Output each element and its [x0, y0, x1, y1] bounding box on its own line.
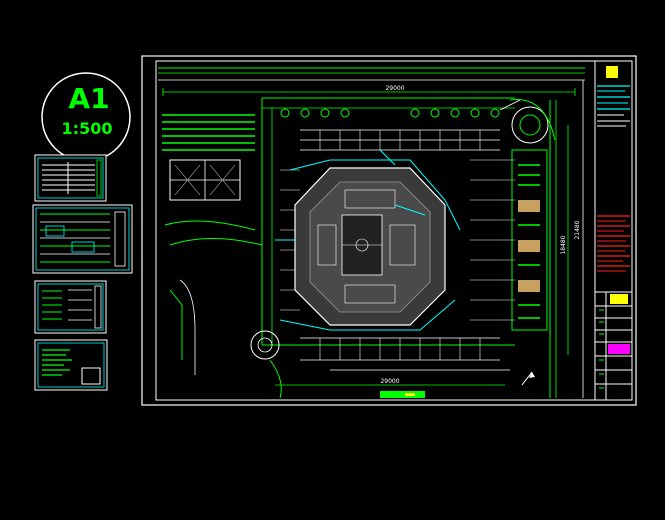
dimension-bottom: 29000 — [275, 378, 505, 386]
thumbnail-sheet-2[interactable] — [32, 204, 133, 274]
dim-bottom-label: 29000 — [380, 378, 399, 385]
sheet-scale-label: 1:500 — [62, 119, 113, 138]
title-block — [594, 60, 633, 401]
dimension-right: 18480 21480 — [560, 80, 584, 398]
thumbnail-sheet-1[interactable] — [34, 154, 107, 202]
thumbnail-sheet-3[interactable] — [34, 280, 107, 334]
site-plan — [158, 67, 585, 399]
scale-badge: A1 1:500 — [41, 72, 131, 162]
sheet-size-label: A1 — [68, 82, 109, 115]
thumbnail-sheet-4[interactable] — [34, 339, 108, 391]
dimension-top: 29000 — [162, 85, 576, 96]
dim-top-label: 29000 — [385, 85, 404, 92]
dim-right-outer-label: 21480 — [574, 220, 581, 239]
dim-right-label: 18480 — [560, 235, 567, 254]
